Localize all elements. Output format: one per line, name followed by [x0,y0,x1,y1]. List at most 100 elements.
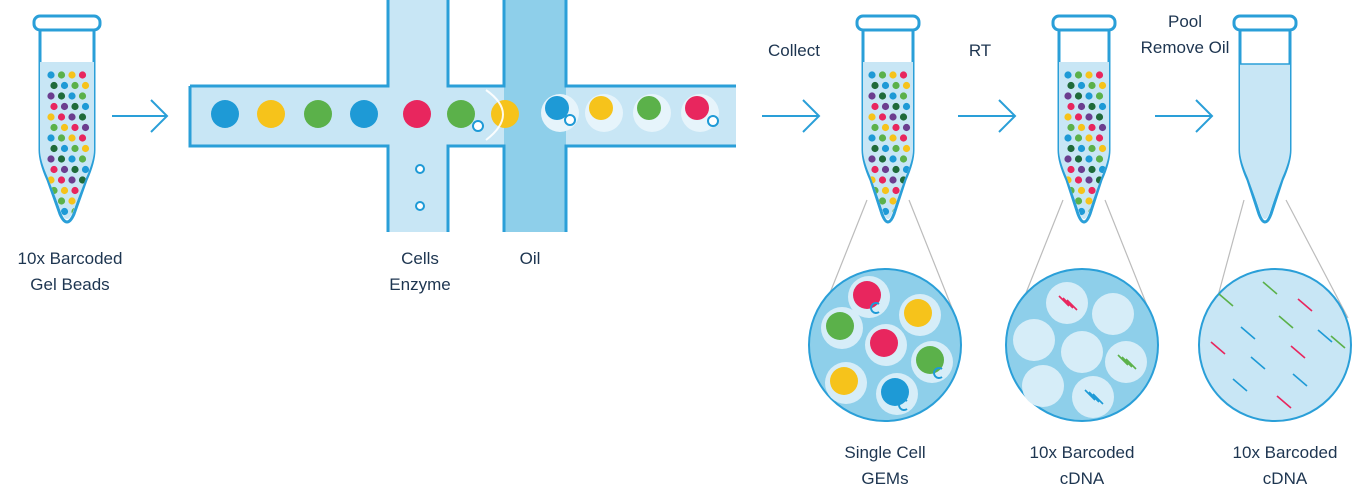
barcoded-cdna-icon [1117,354,1129,366]
gel-bead-icon [78,134,87,142]
cdna-strand-icon [1210,341,1226,355]
gel-bead-icon [889,113,897,121]
gel-bead-icon [403,100,431,128]
gel-bead-icon [889,92,897,100]
gel-bead-icon [71,165,79,174]
remove-oil-label: Remove Oil [1140,38,1230,57]
gel-bead-icon [881,165,890,174]
gel-bead-icon [50,102,58,111]
gel-bead-icon [1067,207,1075,216]
gel-bead-icon [1077,102,1086,111]
gel-bead-icon [589,96,613,120]
gel-bead-icon [916,346,944,374]
gel-bead-icon [892,186,900,195]
gel-bead-icon [78,71,87,79]
barcoded-cdna-icon [1088,391,1100,403]
barcoded-cdna-2-line1: 10x Barcoded [1232,443,1338,462]
barcoded-cdna-2-line2: cDNA [1262,469,1308,488]
gel-bead-icon [78,155,87,163]
gel-bead-icon [868,71,876,79]
gel-bead-icon [50,144,58,153]
cell-icon [898,399,908,411]
gel-bead-icon [68,134,76,142]
gel-bead-icon [60,123,69,132]
gel-bead-icon [78,92,87,100]
gel-bead-icon [1098,81,1107,90]
gel-bead-icon [685,96,709,120]
cdna-strand-icon [1317,329,1333,343]
gel-bead-icon [47,113,55,121]
barcoded-cdna-icon [1121,356,1133,368]
gel-bead-icon [71,81,79,90]
enzyme-label: Enzyme [389,275,451,294]
cell-icon [415,201,425,211]
gel-bead-icon [871,165,879,174]
gel-bead-icon [68,197,76,205]
gel-bead-icon [892,165,900,174]
gel-bead-icon [868,92,876,100]
gel-bead-icon [1074,176,1083,184]
barcoded-cdna-icon [1084,389,1096,401]
gel-bead-icon [1095,92,1104,100]
gel-bead-icon [50,81,58,90]
gel-bead-icon [1088,186,1096,195]
cdna-strand-icon [1250,356,1266,370]
gel-bead-icon [892,123,900,132]
gel-bead-icon [60,186,69,195]
droplet-forming-outline [485,89,504,141]
gel-bead-icon [57,155,66,163]
gel-bead-icon [211,100,239,128]
gel-bead-icon [1085,92,1093,100]
gel-bead-icon [870,329,898,357]
gel-bead-icon [47,71,55,79]
gel-bead-icon [871,102,879,111]
cdna-strand-icon [1232,378,1248,392]
barcoded-cdna-1-line1: 10x Barcoded [1029,443,1135,462]
gel-bead-icon [902,207,911,216]
barcoded-cdna-icon [1092,393,1104,405]
gel-bead-icon [892,102,900,111]
gel-bead-icon [1064,155,1072,163]
gel-bead-icon [350,100,378,128]
gel-bead-icon [868,197,876,205]
gel-bead-icon [1067,123,1075,132]
gel-bead-icon [878,197,887,205]
gem-droplet-icon [1022,365,1064,407]
gel-bead-icon [1098,123,1107,132]
gel-bead-icon [60,165,69,174]
gel-bead-icon [1064,134,1072,142]
rt-label-text: RT [968,41,992,60]
cdna-strand-icon [1290,345,1306,359]
gel-bead-icon [447,100,475,128]
gel-bead-icon [68,155,76,163]
cdna-gems-magnified-view [1005,268,1159,422]
gel-bead-icon [902,123,911,132]
gel-bead-icon [1077,123,1086,132]
gel-bead-icon [60,207,69,216]
cdna-strand-icon [1262,281,1278,295]
cdna-strand-icon [1240,326,1256,340]
gel-bead-icon [1077,165,1086,174]
gel-bead-icon [1074,113,1083,121]
gel-bead-icon [889,155,897,163]
gel-bead-icon [878,113,887,121]
gel-bead-icon [1088,123,1096,132]
cell-icon [564,114,576,126]
gel-bead-icon [60,102,69,111]
cdna-strand-icon [1292,373,1308,387]
gel-bead-icon [68,71,76,79]
gel-bead-icon [889,176,897,184]
gel-bead-icon [1074,71,1083,79]
gems-magnified-view [808,268,962,422]
gel-bead-icon [902,102,911,111]
gel-bead-icon [1077,186,1086,195]
rt-tube [1051,14,1117,224]
gel-bead-icon [50,207,58,216]
gel-bead-icon [257,100,285,128]
gel-bead-icon [68,92,76,100]
gel-bead-icon [1095,197,1104,205]
gel-bead-icon [1098,144,1107,153]
collect-label-text: Collect [768,41,820,60]
gel-bead-icon [902,81,911,90]
